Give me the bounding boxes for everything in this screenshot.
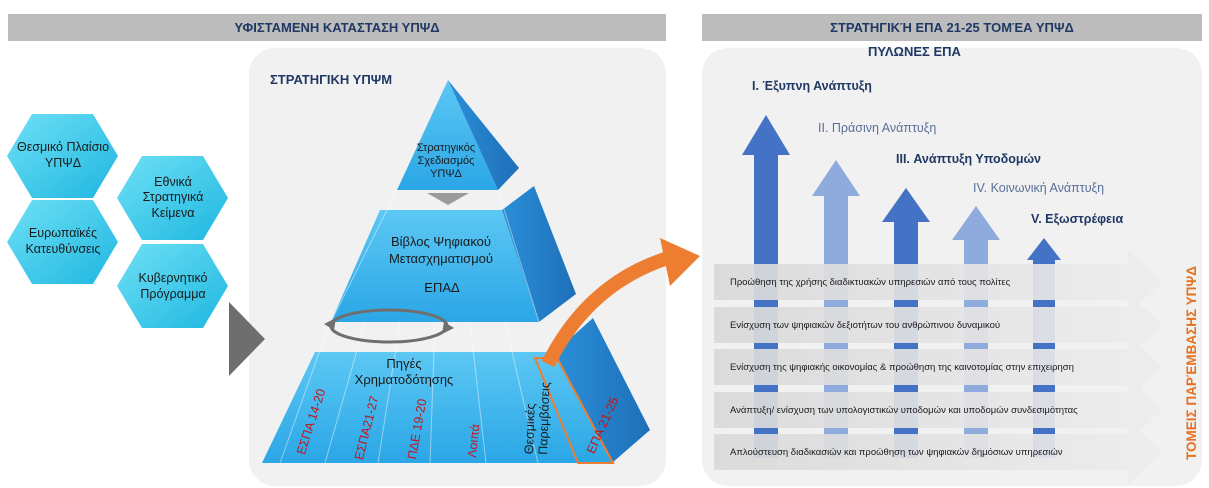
pyramid-base-label: Πηγές Χρηματοδότησης bbox=[354, 356, 454, 388]
left-header-text: ΥΦΙΣΤΑΜΕΝΗ ΚΑΤΑΣΤΑΣΗ ΥΠΨΔ bbox=[234, 20, 440, 35]
pyramid-middle-front bbox=[331, 210, 539, 322]
sector-2-label: Ενίσχυση των ψηφιακών δεξιοτήτων του ανθ… bbox=[730, 320, 1001, 331]
pyramid-middle-side bbox=[502, 186, 576, 322]
sector-3-arrow bbox=[714, 335, 1163, 399]
sectors-vertical-title: ΤΟΜΕΙΣ ΠΑΡΈΜΒΑΣΗΣ ΥΠΨΔ bbox=[1184, 266, 1199, 460]
pillars-title: ΠΥΛΩΝΕΣ ΕΠΑ bbox=[868, 44, 961, 59]
cycle-arrowhead-left bbox=[324, 318, 336, 330]
hexagon-2-shape bbox=[117, 156, 228, 240]
gray-flow-arrow bbox=[229, 302, 265, 376]
hexagon-national-strategic-texts: Εθνικά Στρατηγικά Κείμενα bbox=[142, 174, 204, 220]
pillar-4-label: IV. Κοινωνική Ανάπτυξη bbox=[973, 181, 1105, 195]
sector-2-arrow bbox=[714, 293, 1163, 357]
pillar-3-label: III. Ανάπτυξη Υποδομών bbox=[896, 152, 1042, 166]
sector-5-arrow bbox=[714, 420, 1163, 484]
pyramid-middle-label: Βίβλος Ψηφιακού Μετασχηματισμού bbox=[388, 234, 494, 266]
pillar-1-label: I. Έξυπνη Ανάπτυξη bbox=[752, 79, 872, 93]
orange-curved-arrow bbox=[541, 251, 671, 368]
pyramid-top-label: Στρατηγικός Σχεδιασμός ΥΠΨΔ bbox=[416, 142, 476, 181]
pyramid-base-front bbox=[262, 352, 612, 463]
hexagon-government-program: Κυβερνητικό Πρόγραμμα bbox=[138, 271, 208, 301]
left-section-header: ΥΦΙΣΤΑΜΕΝΗ ΚΑΤΑΣΤΑΣΗ ΥΠΨΔ bbox=[8, 14, 666, 41]
pyramid-base-side bbox=[555, 318, 650, 463]
orange-arrowhead bbox=[660, 238, 700, 286]
hexagons-group bbox=[7, 114, 265, 376]
right-section-header: ΣΤΡΑΤΗΓΙΚΉ ΕΠΑ 21-25 ΤΟΜΈΑ ΥΠΨΔ bbox=[702, 14, 1202, 41]
hexagon-institutional-framework: Θεσμικό Πλαίσιο ΥΠΨΔ bbox=[16, 140, 110, 170]
sector-5-label: Απλούστευση διαδικασιών και προώθηση των… bbox=[730, 447, 1063, 458]
sector-1-label: Προώθηση της χρήσης διαδικτυακών υπηρεσι… bbox=[730, 277, 1011, 288]
hexagon-3-shape bbox=[7, 200, 118, 284]
sector-4-label: Ανάπτυξη/ ενίσχυση των υπολογιστικών υπο… bbox=[730, 405, 1078, 416]
pyramid-top-arrow bbox=[427, 193, 469, 205]
sector-3-label: Ενίσχυση της ψηφιακής οικονομίας & προώθ… bbox=[730, 362, 1074, 373]
pyramid-graphic bbox=[262, 80, 700, 464]
right-header-text: ΣΤΡΑΤΗΓΙΚΉ ΕΠΑ 21-25 ΤΟΜΈΑ ΥΠΨΔ bbox=[830, 20, 1074, 35]
pillar-2-label: II. Πράσινη Ανάπτυξη bbox=[818, 121, 937, 135]
strategy-title: ΣΤΡΑΤΗΓΙΚΗ ΥΠΨΜ bbox=[270, 72, 393, 87]
hexagon-european-directions: Ευρωπαϊκές Κατευθύνσεις bbox=[25, 226, 101, 256]
cycle-arrowhead-right bbox=[442, 322, 454, 334]
hexagon-4-shape bbox=[117, 244, 228, 328]
pyramid-top-side bbox=[448, 80, 519, 190]
sector-1-arrow bbox=[714, 250, 1163, 314]
pyramid-top-front bbox=[397, 80, 498, 190]
pillar-5-label: V. Εξωστρέφεια bbox=[1031, 212, 1124, 226]
pyramid-middle-sublabel: ΕΠΑΔ bbox=[424, 280, 460, 295]
hexagon-1-shape bbox=[7, 114, 118, 198]
sector-4-arrow bbox=[714, 378, 1163, 442]
